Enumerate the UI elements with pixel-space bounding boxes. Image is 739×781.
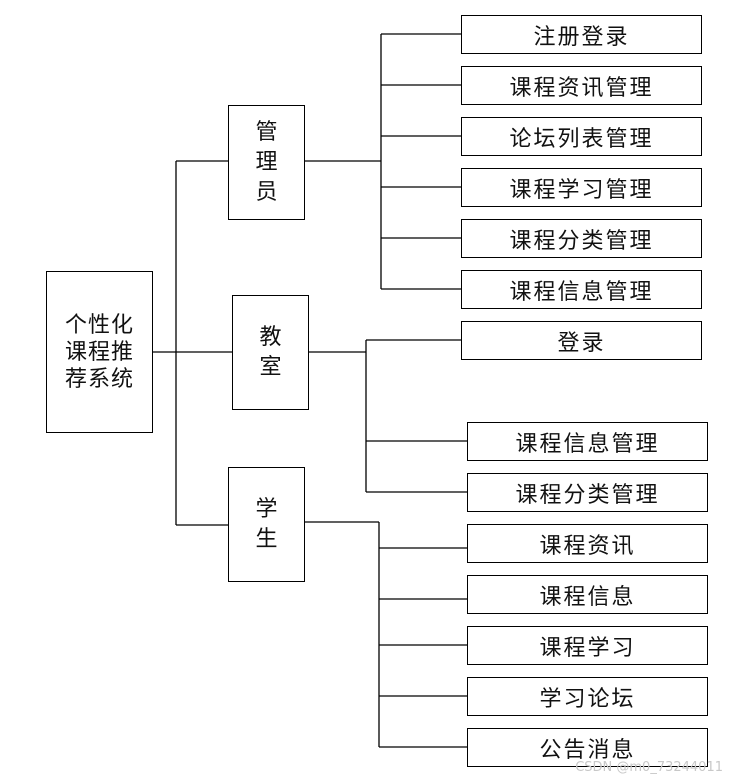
leaf-node-label: 课程信息管理 [515, 431, 660, 457]
leaf-node-label: 课程分类管理 [515, 482, 660, 508]
leaf-node: 学习论坛 [467, 677, 708, 716]
leaf-node-label: 注册登录 [533, 24, 630, 50]
leaf-node: 课程资讯 [467, 524, 708, 563]
leaf-node-label: 课程信息 [539, 584, 636, 610]
leaf-node: 课程信息管理 [467, 422, 708, 461]
leaf-node-label: 论坛列表管理 [509, 126, 654, 152]
group-node-classroom-label: 教室 [259, 324, 282, 380]
leaf-node-label: 课程资讯管理 [509, 75, 654, 101]
group-node-admin-label: 管理员 [255, 119, 278, 205]
group-node-classroom: 教室 [232, 295, 309, 410]
leaf-node: 课程学习管理 [461, 168, 702, 207]
group-node-student: 学生 [228, 467, 305, 582]
leaf-node: 课程分类管理 [461, 219, 702, 258]
leaf-node: 公告消息 [467, 728, 708, 767]
leaf-node-label: 登录 [557, 330, 606, 356]
group-node-student-label: 学生 [255, 496, 278, 552]
leaf-node-label: 课程资讯 [539, 533, 636, 559]
group-node-admin: 管理员 [228, 105, 305, 220]
root-node-label: 个性化课程推荐系统 [64, 312, 134, 392]
leaf-node-label: 学习论坛 [539, 686, 636, 712]
leaf-node: 课程分类管理 [467, 473, 708, 512]
leaf-node: 课程学习 [467, 626, 708, 665]
leaf-node: 登录 [461, 321, 702, 360]
leaf-node-label: 课程信息管理 [509, 279, 654, 305]
leaf-node-label: 课程分类管理 [509, 228, 654, 254]
leaf-node: 课程资讯管理 [461, 66, 702, 105]
leaf-node-label: 公告消息 [539, 737, 636, 763]
leaf-node-label: 课程学习 [539, 635, 636, 661]
leaf-node: 课程信息管理 [461, 270, 702, 309]
leaf-node: 注册登录 [461, 15, 702, 54]
leaf-node: 课程信息 [467, 575, 708, 614]
root-node: 个性化课程推荐系统 [46, 271, 153, 433]
leaf-node: 论坛列表管理 [461, 117, 702, 156]
leaf-node-label: 课程学习管理 [509, 177, 654, 203]
watermark: CSDN @m0_73244011 [575, 760, 723, 775]
